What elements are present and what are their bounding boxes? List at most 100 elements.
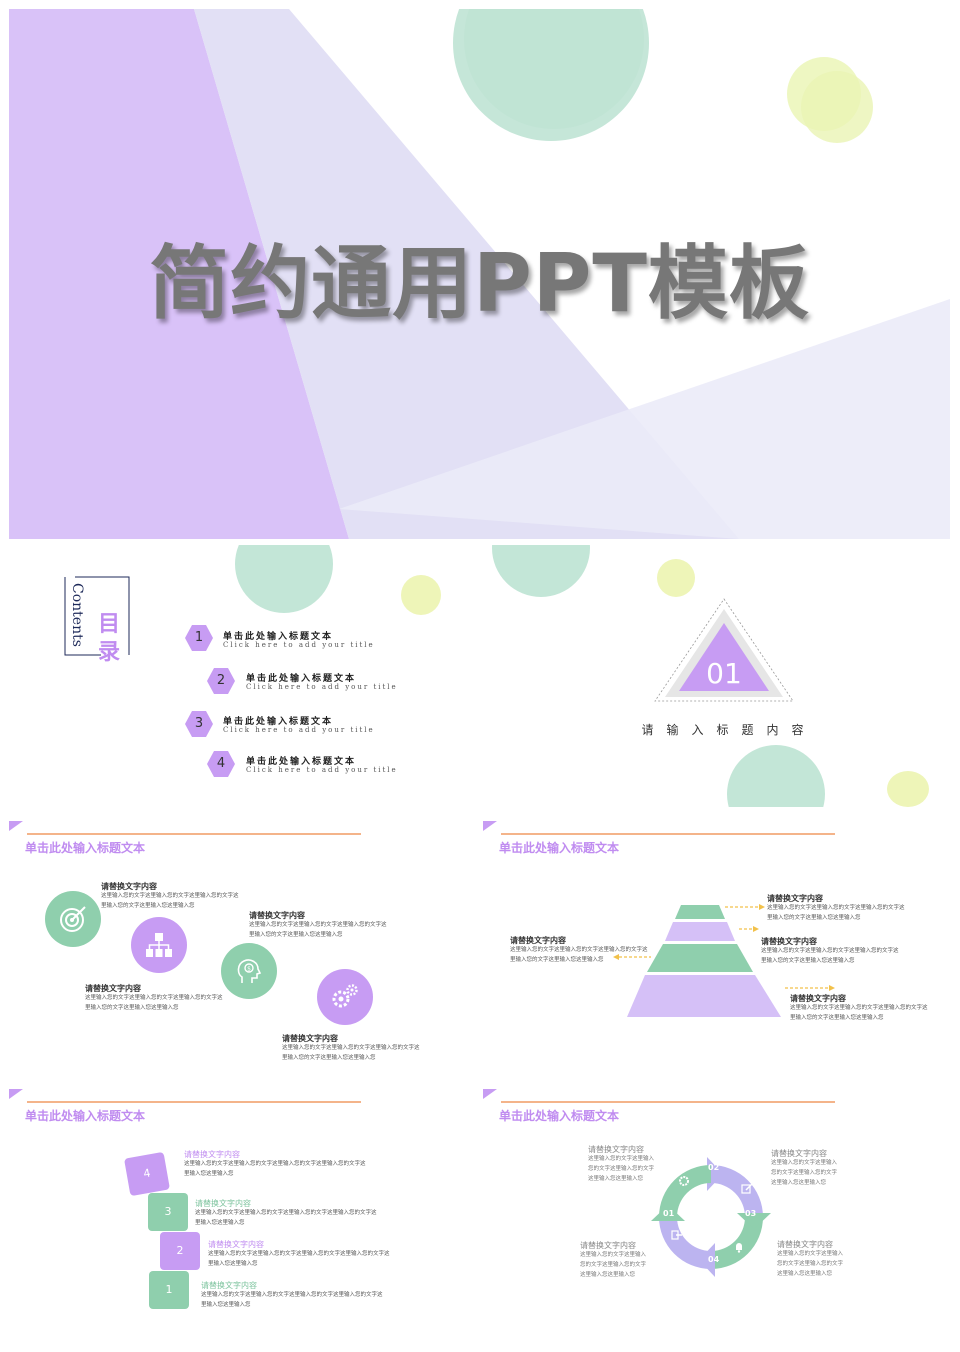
item-text: 这里输入您的文字这里输入您的文字这里输入您的文字这里输入您这里输入您 <box>580 1252 647 1278</box>
pyramid-arrow-bottom <box>785 985 835 991</box>
header-flag <box>9 1089 23 1099</box>
item-label: 请替换文字内容 <box>761 937 817 946</box>
mint-circle <box>727 745 825 807</box>
item-label: 请替换文字内容 <box>101 882 157 891</box>
contents-bracket <box>64 576 130 656</box>
gears-circle <box>317 969 373 1025</box>
mint-circle <box>235 545 333 613</box>
content-slide-pyramid: 单击此处输入标题文本 请替换文字内容 这里输入您的文字这里输入您的文字这里输入您… <box>483 809 949 1071</box>
item-number-1: 1 <box>185 625 213 651</box>
item-label: 请替换文字内容 <box>510 936 566 945</box>
step-block-4: 4 <box>124 1151 170 1197</box>
item-text: 这里输入您的文字这里输入您的文字这里输入您的文字这里输入您的文字这里输入您这里输… <box>761 948 899 964</box>
yellow-circle-2 <box>801 71 873 143</box>
item-text: 这里输入您的文字这里输入您的文字这里输入您的文字这里输入您的文字这里输入您这里输… <box>195 1210 377 1226</box>
item-subtitle-2: Click here to add your title <box>246 683 398 691</box>
cycle-step-03: 03 <box>745 1209 757 1218</box>
cycle-step-04: 04 <box>708 1255 720 1264</box>
item-number-3: 3 <box>185 711 213 737</box>
item-label: 请替换文字内容 <box>580 1241 636 1250</box>
contents-slide: Contents 目录 1 单击此处输入标题文本 Click here to a… <box>9 545 950 807</box>
section-label[interactable]: 请输入标题内容 <box>641 723 817 737</box>
slide-heading[interactable]: 单击此处输入标题文本 <box>25 841 146 855</box>
item-label: 请替换文字内容 <box>588 1145 644 1154</box>
item-title-3[interactable]: 单击此处输入标题文本 <box>223 717 334 727</box>
item-subtitle-1: Click here to add your title <box>223 641 375 649</box>
item-label: 请替换文字内容 <box>771 1149 827 1158</box>
item-label: 请替换文字内容 <box>282 1034 338 1043</box>
idea-circle: $ <box>221 943 277 999</box>
item-number-2: 2 <box>207 668 235 694</box>
item-number-4: 4 <box>207 751 235 777</box>
item-title-1[interactable]: 单击此处输入标题文本 <box>223 632 334 642</box>
item-text: 这里输入您的文字这里输入您的文字这里输入您的文字这里输入您这里输入您 <box>588 1156 655 1182</box>
item-text: 这里输入您的文字这里输入您的文字这里输入您的文字这里输入您的文字这里输入您这里输… <box>790 1005 928 1021</box>
item-label: 请替换文字内容 <box>790 994 846 1003</box>
item-text: 这里输入您的文字这里输入您的文字这里输入您的文字这里输入您的文字这里输入您这里输… <box>510 947 648 963</box>
cover-background <box>9 9 950 539</box>
item-label: 请替换文字内容 <box>184 1150 240 1159</box>
item-text: 这里输入您的文字这里输入您的文字这里输入您的文字这里输入您的文字这里输入您这里输… <box>184 1161 366 1177</box>
item-label: 请替换文字内容 <box>767 894 823 903</box>
head-idea-icon: $ <box>237 959 262 983</box>
item-label: 请替换文字内容 <box>208 1240 264 1249</box>
yellow-circle <box>401 575 441 615</box>
item-label: 请替换文字内容 <box>249 911 305 920</box>
item-text: 这里输入您的文字这里输入您的文字这里输入您的文字这里输入您的文字这里输入您这里输… <box>767 905 905 921</box>
step-block-3: 3 <box>148 1193 188 1231</box>
item-label: 请替换文字内容 <box>201 1281 257 1290</box>
item-text: 这里输入您的文字这里输入您的文字这里输入您的文字这里输入您的文字这里输入您这里输… <box>282 1045 420 1061</box>
item-title-4[interactable]: 单击此处输入标题文本 <box>246 757 357 767</box>
item-text: 这里输入您的文字这里输入您的文字这里输入您的文字这里输入您这里输入您 <box>777 1251 844 1277</box>
header-line <box>27 1101 361 1103</box>
item-subtitle-4: Click here to add your title <box>246 766 398 774</box>
item-subtitle-3: Click here to add your title <box>223 726 375 734</box>
header-line <box>501 833 835 835</box>
cycle-step-01: 01 <box>663 1209 675 1218</box>
slide-heading[interactable]: 单击此处输入标题文本 <box>499 841 620 855</box>
content-slide-circles: 单击此处输入标题文本 $ 请 <box>9 809 475 1071</box>
item-label: 请替换文字内容 <box>85 984 141 993</box>
pyramid-diagram <box>627 905 781 1017</box>
pyramid-arrows <box>613 904 765 960</box>
slide-heading[interactable]: 单击此处输入标题文本 <box>499 1109 620 1123</box>
header-flag <box>483 821 497 831</box>
cover-slide: 简约通用PPT模板 <box>9 9 950 539</box>
header-line <box>27 833 361 835</box>
yellow-circle <box>657 559 695 597</box>
item-title-2[interactable]: 单击此处输入标题文本 <box>246 674 357 684</box>
step-block-1: 1 <box>149 1271 189 1309</box>
org-chart-icon <box>146 933 172 957</box>
item-text: 这里输入您的文字这里输入您的文字这里输入您的文字这里输入您这里输入您 <box>771 1160 838 1186</box>
bell-icon <box>736 1243 742 1253</box>
contents-word: Contents <box>69 583 85 647</box>
section-triangle <box>654 598 794 702</box>
contents-heading: 目录 <box>97 612 120 665</box>
item-label: 请替换文字内容 <box>195 1199 251 1208</box>
slide-heading[interactable]: 单击此处输入标题文本 <box>25 1109 146 1123</box>
item-text: 这里输入您的文字这里输入您的文字这里输入您的文字这里输入您的文字这里输入您这里输… <box>85 995 223 1011</box>
section-number: 01 <box>706 657 742 690</box>
target-icon <box>60 906 86 932</box>
yellow-circle <box>887 771 929 807</box>
exit-icon <box>671 1230 682 1240</box>
cycle-diagram <box>651 1157 771 1277</box>
svg-text:$: $ <box>247 966 251 973</box>
item-text: 这里输入您的文字这里输入您的文字这里输入您的文字这里输入您的文字这里输入您这里输… <box>208 1251 390 1267</box>
content-slide-blocks: 单击此处输入标题文本 4 3 2 1 请替换文字内容 这里输入您的文字这里输入您… <box>9 1077 475 1339</box>
gears-icon <box>679 1176 689 1186</box>
item-label: 请替换文字内容 <box>777 1240 833 1249</box>
cycle-step-02: 02 <box>708 1163 720 1172</box>
item-text: 这里输入您的文字这里输入您的文字这里输入您的文字这里输入您的文字这里输入您这里输… <box>249 922 387 938</box>
cover-title: 简约通用PPT模板 <box>149 237 810 330</box>
header-flag <box>9 821 23 831</box>
item-text: 这里输入您的文字这里输入您的文字这里输入您的文字这里输入您的文字这里输入您这里输… <box>101 893 239 909</box>
item-text: 这里输入您的文字这里输入您的文字这里输入您的文字这里输入您的文字这里输入您这里输… <box>201 1292 383 1308</box>
org-circle <box>131 917 187 973</box>
target-circle <box>45 891 101 947</box>
header-line <box>501 1101 835 1103</box>
mint-circle <box>492 545 590 597</box>
content-slide-cycle: 单击此处输入标题文本 02 03 04 01 请替换文字内容 这里输入您的文字这… <box>483 1077 949 1339</box>
gears-icon <box>332 984 358 1008</box>
edit-icon <box>741 1183 753 1194</box>
